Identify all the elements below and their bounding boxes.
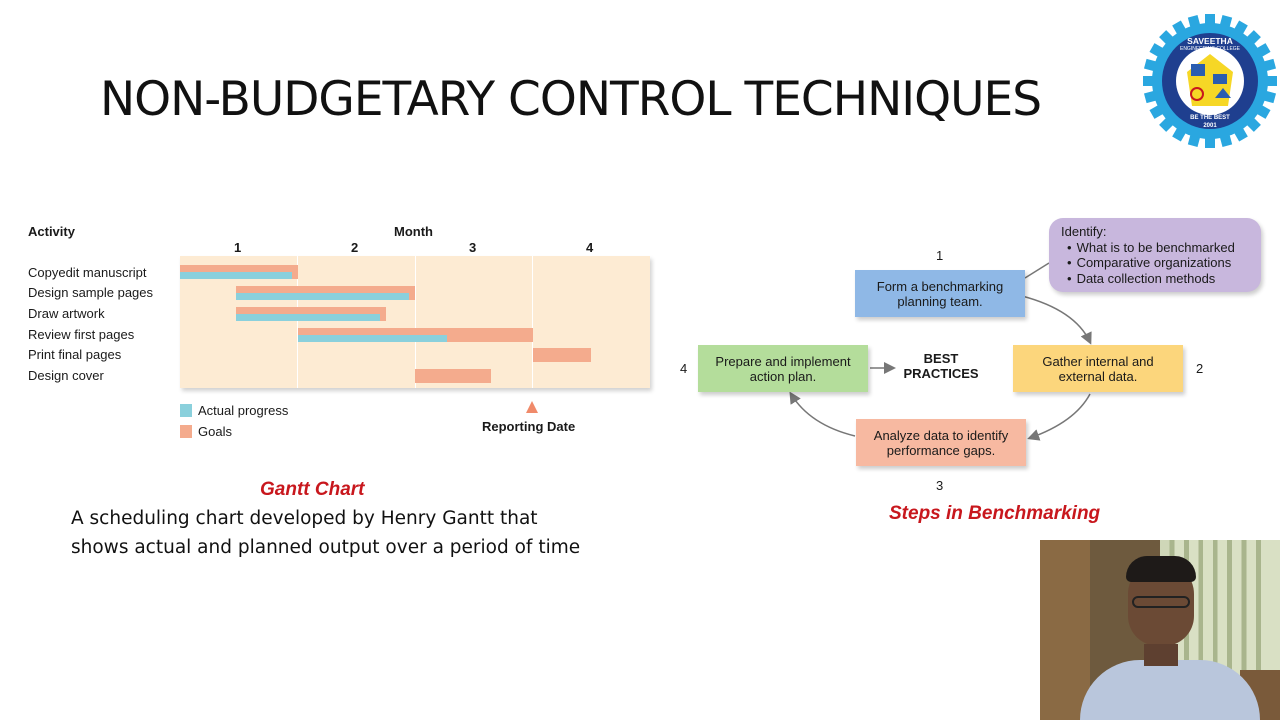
month-divider xyxy=(297,256,298,388)
month-label: 1 xyxy=(234,240,242,255)
legend-actual-label: Actual progress xyxy=(198,403,289,418)
reporting-date-label: Reporting Date xyxy=(482,419,576,434)
identify-heading: Identify: xyxy=(1061,224,1107,239)
step-3-box: Analyze data to identify performance gap… xyxy=(856,419,1026,466)
identify-item: Comparative organizations xyxy=(1061,255,1249,271)
gantt-description: A scheduling chart developed by Henry Ga… xyxy=(71,508,581,558)
legend-goals-swatch xyxy=(180,425,192,438)
activity-label: Draw artwork xyxy=(28,306,105,321)
step-2-box: Gather internal and external data. xyxy=(1013,345,1183,392)
identify-list: What is to be benchmarked Comparative or… xyxy=(1061,240,1249,287)
logo-year: 2001 xyxy=(1203,123,1217,129)
slide-title: NON-BUDGETARY CONTROL TECHNIQUES xyxy=(100,72,1042,127)
step-1-number: 1 xyxy=(936,248,944,263)
reporting-date-marker xyxy=(526,401,538,413)
activity-label: Design cover xyxy=(28,368,104,383)
actual-progress-bar xyxy=(180,272,292,279)
activity-label: Review first pages xyxy=(28,327,135,342)
logo-sub-text: ENGINEERING COLLEGE xyxy=(1179,46,1240,52)
gantt-caption: Gantt Chart xyxy=(260,479,365,500)
month-divider xyxy=(532,256,533,388)
logo-motto: BE THE BEST xyxy=(1190,115,1230,121)
actual-progress-bar xyxy=(236,293,410,300)
actual-progress-bar xyxy=(236,314,380,321)
activity-label: Design sample pages xyxy=(28,285,154,300)
activity-label: Copyedit manuscript xyxy=(28,265,147,280)
identify-box: Identify: What is to be benchmarked Comp… xyxy=(1049,218,1261,292)
month-header: Month xyxy=(394,224,433,239)
activity-header: Activity xyxy=(28,224,75,239)
goal-bar xyxy=(415,369,492,383)
logo-top-text: SAVEETHA xyxy=(1187,36,1233,46)
actual-progress-bar xyxy=(297,335,447,342)
step-4-box: Prepare and implement action plan. xyxy=(698,345,868,392)
step-4-number: 4 xyxy=(680,361,688,376)
goal-bar xyxy=(532,348,592,362)
presenter-shirt xyxy=(1080,660,1260,720)
presenter-webcam xyxy=(1040,540,1280,720)
college-logo: SAVEETHA ENGINEERING COLLEGE BE THE BEST… xyxy=(1143,14,1277,148)
gantt-plot-area xyxy=(180,256,650,388)
step-2-number: 2 xyxy=(1196,361,1204,376)
step-1-box: Form a benchmarking planning team. xyxy=(855,270,1025,317)
activity-label: Print final pages xyxy=(28,347,122,362)
gantt-chart-figure: Activity Month 1 2 3 4 Copyedit manuscri… xyxy=(0,0,700,460)
legend-goals-label: Goals xyxy=(198,424,232,439)
benchmarking-caption: Steps in Benchmarking xyxy=(889,503,1101,524)
step-3-number: 3 xyxy=(936,478,944,493)
month-label: 3 xyxy=(469,240,477,255)
identify-item: Data collection methods xyxy=(1061,271,1249,287)
legend-actual-swatch xyxy=(180,404,192,417)
best-practices-label: BEST PRACTICES xyxy=(903,351,979,381)
identify-item: What is to be benchmarked xyxy=(1061,240,1249,256)
month-divider xyxy=(415,256,416,388)
month-label: 2 xyxy=(351,240,359,255)
month-label: 4 xyxy=(586,240,594,255)
